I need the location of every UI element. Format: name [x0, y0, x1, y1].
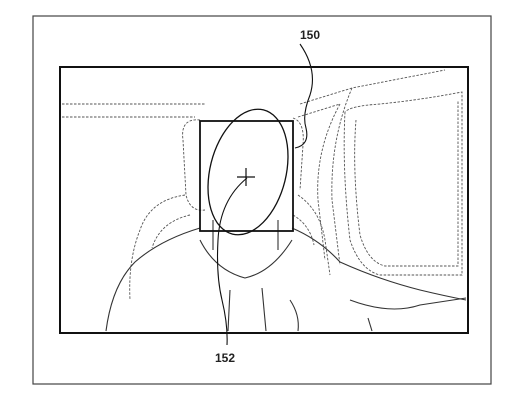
ref-label-152: 152: [215, 351, 235, 365]
outer-frame: [32, 15, 492, 385]
face-bounding-box: [199, 120, 294, 232]
right-shoulder: [291, 227, 467, 301]
leader-line-152: [216, 177, 248, 346]
headrest: [182, 119, 206, 211]
crosshair-icon: [237, 168, 255, 186]
leader-line-150: [294, 43, 313, 149]
shirt-fold-3: [289, 299, 299, 332]
arm-crease: [367, 317, 373, 332]
left-shoulder: [105, 227, 201, 332]
occupant-sketch: [105, 220, 467, 332]
shirt-fold-2: [261, 287, 267, 332]
face-ellipse: [207, 108, 289, 236]
shirt-fold-1: [227, 289, 231, 332]
collar: [199, 239, 293, 279]
door-pillar: [317, 103, 341, 261]
door-pillar-inner: [331, 87, 353, 266]
right-arm-lower: [349, 297, 467, 310]
roof-line-inner: [62, 103, 341, 118]
seat-back-right: [297, 194, 331, 276]
side-window: [343, 91, 463, 276]
seat-back-left-inner: [151, 214, 191, 249]
seat-back-left: [129, 194, 186, 301]
seat-back-right-inner: [292, 214, 315, 246]
side-window-inner: [354, 100, 459, 267]
vehicle-interior-sketch: [62, 69, 463, 301]
ref-label-150: 150: [300, 28, 320, 42]
camera-image-frame: [59, 66, 469, 334]
